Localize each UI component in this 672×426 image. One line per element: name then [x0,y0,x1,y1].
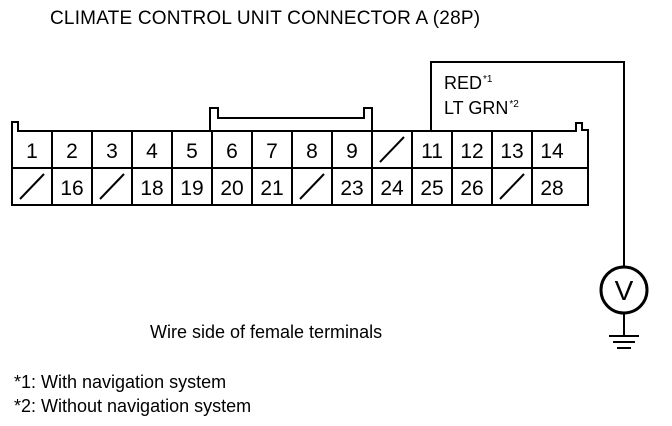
page-title: CLIMATE CONTROL UNIT CONNECTOR A (28P) [50,8,481,29]
wire-color-label-2: LT GRN*2 [444,99,519,117]
voltmeter-icon: V [599,265,649,315]
terminal-12: 12 [460,140,483,163]
terminal-23: 23 [340,177,363,200]
empty-cavity-slash [299,173,325,200]
wire-color-2: LT GRN [444,98,509,118]
terminal-4: 4 [146,140,158,163]
terminal-9: 9 [346,140,358,163]
wire-color-1-footnote-mark: *1 [483,74,493,85]
empty-cavity-slash [379,136,405,163]
view-caption: Wire side of female terminals [150,322,383,342]
terminal-25: 25 [420,177,443,200]
terminal-19: 19 [180,177,203,200]
terminal-6: 6 [226,140,238,163]
terminal-28: 28 [540,177,563,200]
terminal-13: 13 [500,140,523,163]
terminal-11: 11 [421,140,443,163]
ground-icon [609,313,639,349]
terminal-14: 14 [540,140,564,163]
terminal-18: 18 [140,177,163,200]
wire-color-label-1: RED*1 [444,74,492,92]
connector-housing [11,121,589,206]
terminal-5: 5 [186,140,198,163]
terminal-16: 16 [60,177,83,200]
footnote-1: *1: With navigation system [14,372,227,392]
terminal-8: 8 [306,140,318,163]
wire-color-2-footnote-mark: *2 [509,99,519,110]
probe-wire [430,61,625,266]
empty-cavity-slash [99,173,125,200]
terminal-20: 20 [220,177,243,200]
terminal-1: 1 [26,140,38,163]
terminal-26: 26 [460,177,483,200]
empty-cavity-slash [19,173,45,200]
wire-color-1: RED [444,73,483,93]
terminal-24: 24 [380,177,404,200]
terminal-7: 7 [266,140,278,163]
connector-lock-tab [209,107,373,131]
terminal-3: 3 [106,140,118,163]
voltmeter-symbol: V [615,275,634,306]
terminal-2: 2 [66,140,78,163]
footnote-2: *2: Without navigation system [14,396,252,416]
terminal-21: 21 [260,177,283,200]
empty-cavity-slash [499,173,525,200]
